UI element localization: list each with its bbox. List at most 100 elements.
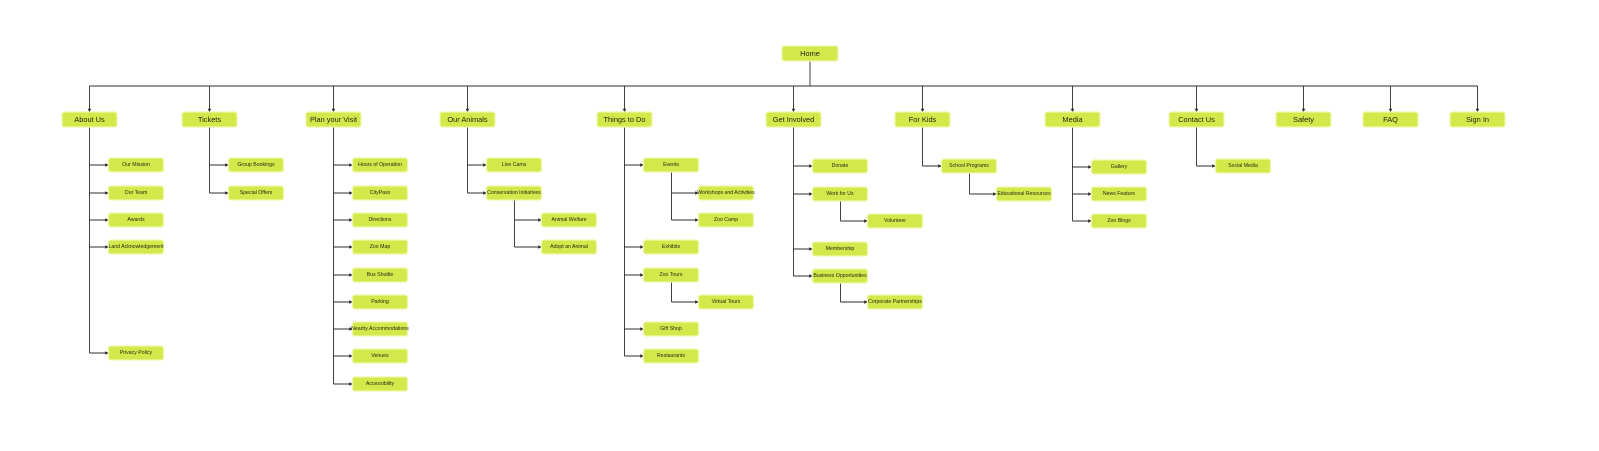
node-venues: Venues bbox=[351, 348, 409, 364]
node-our-team: Our Team bbox=[107, 185, 165, 201]
node-label: Nearby Accommodations bbox=[351, 326, 409, 332]
node-label: Our Animals bbox=[447, 115, 488, 124]
node-label: Tickets bbox=[198, 115, 221, 124]
node-gallery: Gallery bbox=[1090, 159, 1148, 175]
node-box bbox=[351, 294, 409, 310]
node-box bbox=[227, 157, 285, 173]
node-box bbox=[439, 111, 496, 128]
node-label: Virtual Tours bbox=[712, 299, 741, 305]
node-zoo-blogs: Zoo Blogs bbox=[1090, 213, 1148, 229]
node-box bbox=[1090, 186, 1148, 202]
node-box bbox=[107, 239, 165, 255]
node-accessibility: Accessibility bbox=[351, 376, 409, 392]
node-volunteer: Volunteer bbox=[866, 213, 924, 229]
node-label: Workshops and Activities bbox=[697, 190, 755, 196]
node-label: Corporate Partnerships bbox=[868, 299, 922, 305]
node-things-to-do: Things to Do bbox=[596, 111, 653, 128]
node-label: Live Cams bbox=[502, 162, 527, 168]
node-box bbox=[107, 157, 165, 173]
node-label: Business Opportunities bbox=[813, 273, 867, 279]
node-box bbox=[697, 294, 755, 310]
node-label: Zoo Camp bbox=[714, 217, 738, 223]
node-box bbox=[61, 111, 118, 128]
node-label: Restaurants bbox=[657, 353, 685, 359]
node-awards: Awards bbox=[107, 212, 165, 228]
node-virtual-tours: Virtual Tours bbox=[697, 294, 755, 310]
node-box bbox=[351, 185, 409, 201]
node-contact-us: Contact Us bbox=[1168, 111, 1225, 128]
node-box bbox=[894, 111, 951, 128]
node-box bbox=[540, 212, 598, 228]
node-tickets: Tickets bbox=[181, 111, 238, 128]
node-label: Work for Us bbox=[826, 191, 854, 197]
node-label: Home bbox=[800, 49, 820, 58]
node-for-kids: For Kids bbox=[894, 111, 951, 128]
node-citypass: CityPass bbox=[351, 185, 409, 201]
node-label: Conservation Initiatives bbox=[487, 190, 541, 196]
node-bus-shuttle: Bus Shuttle bbox=[351, 267, 409, 283]
node-membership: Membership bbox=[811, 241, 869, 257]
node-news-feature: News Feature bbox=[1090, 186, 1148, 202]
node-box bbox=[107, 185, 165, 201]
node-sign-in: Sign In bbox=[1449, 111, 1506, 128]
node-box bbox=[1090, 159, 1148, 175]
node-label: Exhibits bbox=[662, 244, 681, 250]
node-box bbox=[305, 111, 362, 128]
node-special-offers: Special Offers bbox=[227, 185, 285, 201]
node-label: Our Team bbox=[125, 190, 148, 196]
node-box bbox=[781, 45, 839, 62]
node-label: Zoo Map bbox=[370, 244, 391, 250]
node-label: Group Bookings bbox=[237, 162, 275, 168]
node-label: Animal Welfare bbox=[551, 217, 586, 223]
node-box bbox=[107, 345, 165, 361]
node-box bbox=[642, 348, 700, 364]
node-label: Accessibility bbox=[366, 381, 395, 387]
node-label: Social Media bbox=[1228, 163, 1258, 169]
node-exhibits: Exhibits bbox=[642, 239, 700, 255]
node-label: Sign In bbox=[1466, 115, 1489, 124]
node-box bbox=[940, 158, 998, 174]
node-box bbox=[485, 157, 543, 173]
node-box bbox=[642, 267, 700, 283]
node-box bbox=[1168, 111, 1225, 128]
node-label: Venues bbox=[371, 353, 389, 359]
node-workshops-and-activities: Workshops and Activities bbox=[697, 185, 755, 201]
node-box bbox=[642, 321, 700, 337]
node-box bbox=[697, 212, 755, 228]
node-live-cams: Live Cams bbox=[485, 157, 543, 173]
node-label: Awards bbox=[127, 217, 145, 223]
node-label: Things to Do bbox=[604, 115, 646, 124]
node-safety: Safety bbox=[1275, 111, 1332, 128]
node-zoo-tours: Zoo Tours bbox=[642, 267, 700, 283]
node-directions: Directions bbox=[351, 212, 409, 228]
node-box bbox=[995, 186, 1053, 202]
node-home: Home bbox=[781, 45, 839, 62]
node-educational-resources: Educational Resources bbox=[995, 186, 1053, 202]
node-zoo-camp: Zoo Camp bbox=[697, 212, 755, 228]
node-adopt-an-animal: Adopt an Animal bbox=[540, 239, 598, 255]
node-box bbox=[1090, 213, 1148, 229]
node-parking: Parking bbox=[351, 294, 409, 310]
node-box bbox=[1449, 111, 1506, 128]
node-label: Our Mission bbox=[122, 162, 150, 168]
node-label: FAQ bbox=[1383, 115, 1398, 124]
node-restaurants: Restaurants bbox=[642, 348, 700, 364]
node-box bbox=[181, 111, 238, 128]
node-box bbox=[596, 111, 653, 128]
node-box bbox=[811, 268, 869, 284]
node-faq: FAQ bbox=[1362, 111, 1419, 128]
node-label: Land Acknowledgement bbox=[108, 244, 164, 250]
node-about-us: About Us bbox=[61, 111, 118, 128]
node-box bbox=[351, 321, 409, 337]
node-box bbox=[1044, 111, 1101, 128]
node-label: Volunteer bbox=[884, 218, 906, 224]
node-nearby-accommodations: Nearby Accommodations bbox=[351, 321, 409, 337]
node-label: Donate bbox=[832, 163, 849, 169]
node-zoo-map: Zoo Map bbox=[351, 239, 409, 255]
node-box bbox=[540, 239, 598, 255]
node-social-media: Social Media bbox=[1214, 158, 1272, 174]
node-box bbox=[811, 158, 869, 174]
node-label: For Kids bbox=[909, 115, 937, 124]
node-label: About Us bbox=[74, 115, 105, 124]
node-label: Directions bbox=[368, 217, 391, 223]
